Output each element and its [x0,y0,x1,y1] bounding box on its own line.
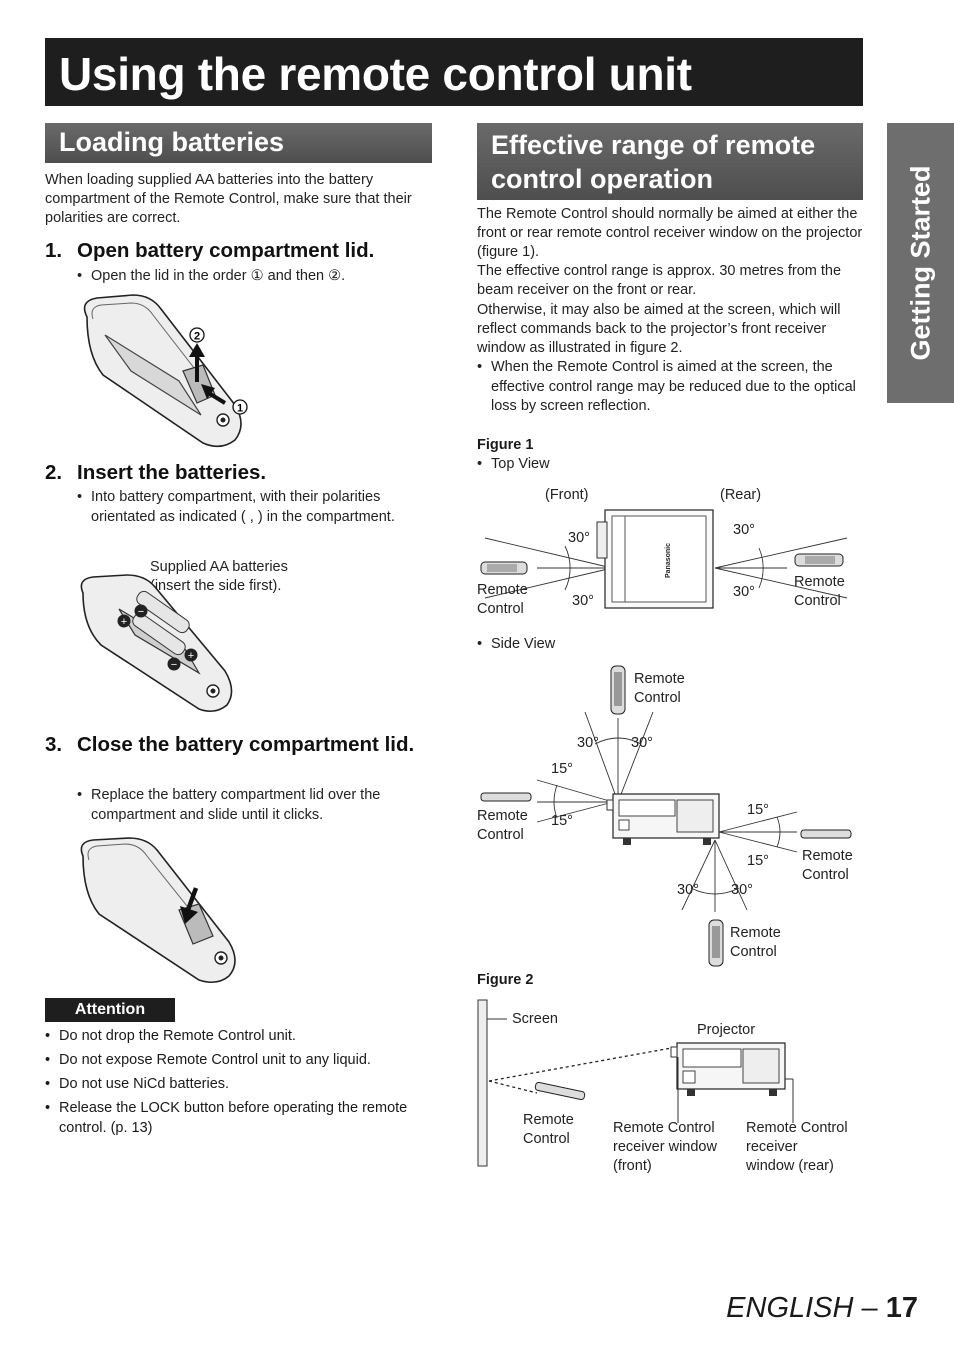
step-3-title: 3. Close the battery compartment lid. [45,732,435,757]
attention-item: Do not use NiCd batteries. [45,1075,435,1095]
remote-close-lid-illustration [80,837,236,984]
screen-label: Screen [512,1011,558,1027]
attention-list: Do not drop the Remote Control unit. Do … [45,1027,435,1143]
svg-text:−: − [138,606,144,618]
step-1-label: Open battery compartment lid. [77,239,375,262]
angle-30: 30° [577,735,599,751]
step-3-label: Close the battery compartment lid. [77,733,415,756]
rear-label: (Rear) [720,487,762,503]
range-para-2: The effective control range is approx. 3… [477,263,842,299]
step-2-label: Insert the batteries. [77,461,267,484]
lid-step-2-mark: 2 [194,331,200,343]
top-view-diagram [480,509,848,609]
footer-separator: – [853,1292,886,1324]
brand-logo: Panasonic [665,542,672,578]
angle-30: 30° [733,584,755,600]
angle-30: 30° [572,593,594,609]
step-2-title: 2. Insert the batteries. [45,460,435,485]
attention-item: Release the LOCK button before operating… [45,1099,435,1138]
angle-30: 30° [677,882,699,898]
angle-15: 15° [747,802,769,818]
loading-intro: When loading supplied AA batteries into … [45,172,412,227]
section-tab-label: Getting Started [905,165,935,361]
screen-reflection-diagram [477,999,794,1167]
angle-15: 15° [551,813,573,829]
lid-step-1-mark: 1 [237,403,243,415]
step-2-number: 2. [45,461,63,484]
side-view-label: Side View [477,635,555,655]
angle-30: 30° [733,522,755,538]
angle-30: 30° [731,882,753,898]
effective-range-heading-line1: Effective range of remote [491,130,816,160]
figure-1-label: Figure 1 [477,437,534,453]
attention-item: Do not drop the Remote Control unit. [45,1027,435,1047]
range-bullet: When the Remote Control is aimed at the … [477,358,865,417]
angle-30: 30° [631,735,653,751]
page-title: Using the remote control unit [45,38,863,106]
batteries-caption-2: (insert the side first). [150,578,282,594]
projector-label: Projector [697,1022,756,1038]
range-para-1: The Remote Control should normally be ai… [477,206,863,261]
svg-text:+: + [121,616,127,628]
section-tab: Getting Started [887,123,954,403]
effective-range-heading: Effective range of remote control operat… [477,123,863,200]
step-3-bullet: Replace the battery compartment lid over… [77,786,425,825]
svg-text:+: + [188,650,194,662]
effective-range-heading-line2: control operation [491,164,713,194]
side-view-diagram [480,665,852,967]
angle-30: 30° [568,530,590,546]
angle-15: 15° [747,853,769,869]
step-1-number: 1. [45,239,63,262]
svg-text:−: − [171,659,177,671]
batteries-caption-1: Supplied AA batteries [150,559,288,575]
loading-batteries-heading: Loading batteries [45,123,432,163]
range-para-3: Otherwise, it may also be aimed at the s… [477,302,841,357]
footer-language: ENGLISH [726,1292,854,1324]
attention-item: Do not expose Remote Control unit to any… [45,1051,435,1071]
front-label: (Front) [545,487,589,503]
step-1-bullet: Open the lid in the order ① and then ②. [77,267,427,287]
attention-label: Attention [45,998,175,1022]
angle-15: 15° [551,761,573,777]
top-view-label: Top View [477,455,550,475]
step-1-title: 1. Open battery compartment lid. [45,238,435,263]
step-2-bullet: Into battery compartment, with their pol… [77,488,422,527]
figure-2-label: Figure 2 [477,972,534,988]
step-3-number: 3. [45,733,63,756]
remote-open-lid-illustration: 2 1 [83,294,248,448]
remote-batteries-illustration: − + + − [80,574,233,713]
page-footer: ENGLISH – 17 [726,1292,918,1325]
page-number: 17 [885,1292,918,1324]
